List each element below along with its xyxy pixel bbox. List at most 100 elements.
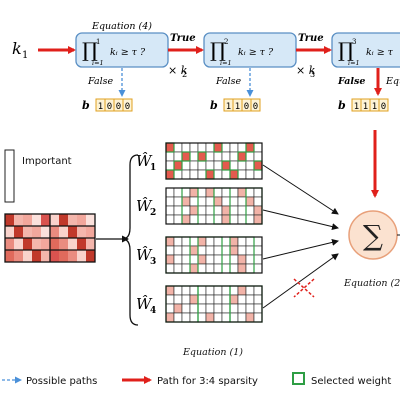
grid-cell — [173, 187, 183, 198]
product-upper: 3 — [352, 38, 356, 46]
grid-cell — [253, 236, 263, 247]
grid-frame — [165, 236, 263, 274]
weight-label-3: Ŵ — [136, 246, 153, 264]
product-symbol: ∏ — [82, 38, 98, 62]
selected-cell-outline — [237, 151, 247, 162]
true-label-2: True — [298, 33, 324, 44]
grid-cell — [253, 169, 263, 180]
mask-bit: 0 — [125, 102, 130, 112]
weight-subscript-2: 2 — [150, 208, 156, 218]
heatmap-cell — [23, 250, 32, 262]
grid-cell — [205, 263, 215, 274]
mask-bit: 1 — [226, 102, 231, 112]
grid-cell — [181, 312, 191, 323]
grid-cell — [165, 196, 175, 207]
grid-cell — [165, 294, 175, 305]
equation-4-caption: Equation (4) — [91, 21, 152, 32]
true-label-1: True — [170, 33, 196, 44]
heatmap-cell — [23, 226, 32, 238]
grid-cell — [245, 142, 255, 153]
grid-cell — [229, 303, 239, 314]
grid-cell — [181, 214, 191, 225]
equation-cut-label: Equ — [385, 76, 400, 87]
weight-grids — [165, 142, 263, 323]
grid-cell — [189, 312, 199, 323]
heatmap-cell — [68, 238, 77, 250]
grid-cell — [205, 236, 215, 247]
svg-text:× k: × k — [168, 64, 188, 77]
weight-grid-4 — [165, 285, 263, 323]
grid-cell — [165, 245, 175, 256]
grid-cell — [237, 151, 247, 162]
grid-cell — [253, 151, 263, 162]
grid-cell — [221, 263, 231, 274]
grid-cell — [229, 169, 239, 180]
heatmap-cell — [68, 250, 77, 262]
grid-cell — [229, 151, 239, 162]
grid-cell — [197, 151, 207, 162]
grid-cell — [253, 312, 263, 323]
grid-cell — [253, 142, 263, 153]
grid-cell — [165, 142, 175, 153]
arrow-w4-to-sum — [262, 253, 339, 309]
grid-cell — [173, 142, 183, 153]
grid-cell — [213, 142, 223, 153]
grid-cell — [237, 285, 247, 296]
heatmap-cell — [41, 214, 50, 226]
grid-cell — [221, 160, 231, 171]
grid-cell — [173, 151, 183, 162]
grid-cell — [173, 214, 183, 225]
grid-cell — [221, 303, 231, 314]
grid-cell — [229, 142, 239, 153]
grid-cell — [221, 205, 231, 216]
grid-cell — [237, 205, 247, 216]
grid-cell — [205, 142, 215, 153]
false-label: False — [87, 76, 114, 87]
grid-cell — [181, 263, 191, 274]
mask-bit: 1 — [98, 102, 103, 112]
grid-cell — [229, 160, 239, 171]
grid-cell — [221, 245, 231, 256]
grid-cell — [245, 196, 255, 207]
grid-cell — [229, 214, 239, 225]
grid-cell — [237, 245, 247, 256]
grid-cell — [189, 142, 199, 153]
grid-cell — [197, 303, 207, 314]
heatmap-cell — [32, 214, 41, 226]
grid-cell — [189, 294, 199, 305]
heatmap-cell — [86, 214, 95, 226]
grid-cell — [245, 160, 255, 171]
grid-cell — [165, 187, 175, 198]
heatmap-cell — [59, 250, 68, 262]
grid-cell — [237, 263, 247, 274]
grid-cell — [221, 294, 231, 305]
grid-cell — [229, 205, 239, 216]
grid-cell — [205, 303, 215, 314]
grid-cell — [189, 151, 199, 162]
input-label: k — [12, 39, 22, 58]
svg-text:2: 2 — [182, 70, 187, 79]
grid-cell — [213, 236, 223, 247]
grid-cell — [189, 187, 199, 198]
grid-cell — [253, 285, 263, 296]
grid-cell — [181, 254, 191, 265]
grid-cell — [173, 294, 183, 305]
input-subscript: 1 — [22, 50, 28, 61]
heatmap-cell — [86, 226, 95, 238]
product-symbol: ∏ — [338, 38, 354, 62]
grid-cell — [205, 285, 215, 296]
grid-cell — [197, 236, 207, 247]
mask-bit: 0 — [107, 102, 112, 112]
arrow-w3-to-sum — [262, 238, 339, 260]
grid-cell — [221, 285, 231, 296]
mask-label: b — [82, 99, 90, 112]
grid-cell — [197, 205, 207, 216]
sum-node: ∑ — [348, 210, 398, 260]
grid-cell — [189, 214, 199, 225]
grid-cell — [189, 160, 199, 171]
heatmap-cell — [32, 238, 41, 250]
grid-cell — [237, 294, 247, 305]
